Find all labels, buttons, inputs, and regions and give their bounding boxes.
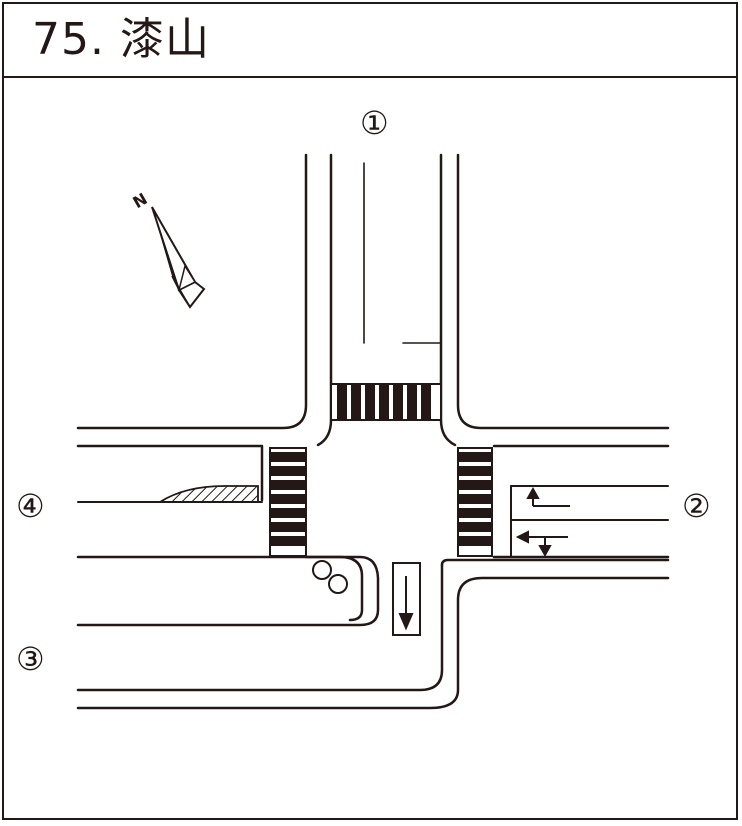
compass-label: N (129, 189, 150, 212)
north-road-left-edge (76, 153, 308, 430)
direction-label-west: ④ (16, 487, 45, 525)
southbound-arrow-sign (392, 562, 421, 636)
crosswalk-north (330, 383, 442, 421)
page-title: 75. 漆山 (32, 14, 210, 65)
direction-label-east: ② (682, 487, 711, 525)
south-road-inner-curve (440, 558, 670, 567)
west-road-bottom-edge (76, 555, 380, 627)
north-road-left-inner (316, 153, 333, 447)
island-inner-edge (304, 555, 364, 622)
island-marker-1 (312, 560, 332, 580)
east-lane-arrow-straight-left (526, 486, 570, 507)
south-road-right-curve (76, 576, 670, 710)
direction-label-southwest: ③ (16, 640, 45, 678)
crosswalk-west (269, 447, 307, 557)
south-road-inner (76, 563, 444, 692)
crosswalk-east (457, 447, 493, 557)
direction-label-north: ① (360, 104, 389, 142)
compass-icon (151, 206, 206, 309)
west-hatched-zone (156, 485, 259, 503)
west-road-top-inner (76, 444, 264, 502)
header-bar: 75. 漆山 (4, 4, 736, 78)
north-road-right-inner (439, 153, 457, 447)
east-lane-arrow-left-turn (515, 530, 568, 558)
north-road-right-edge (456, 153, 670, 430)
island-marker-2 (328, 574, 348, 594)
